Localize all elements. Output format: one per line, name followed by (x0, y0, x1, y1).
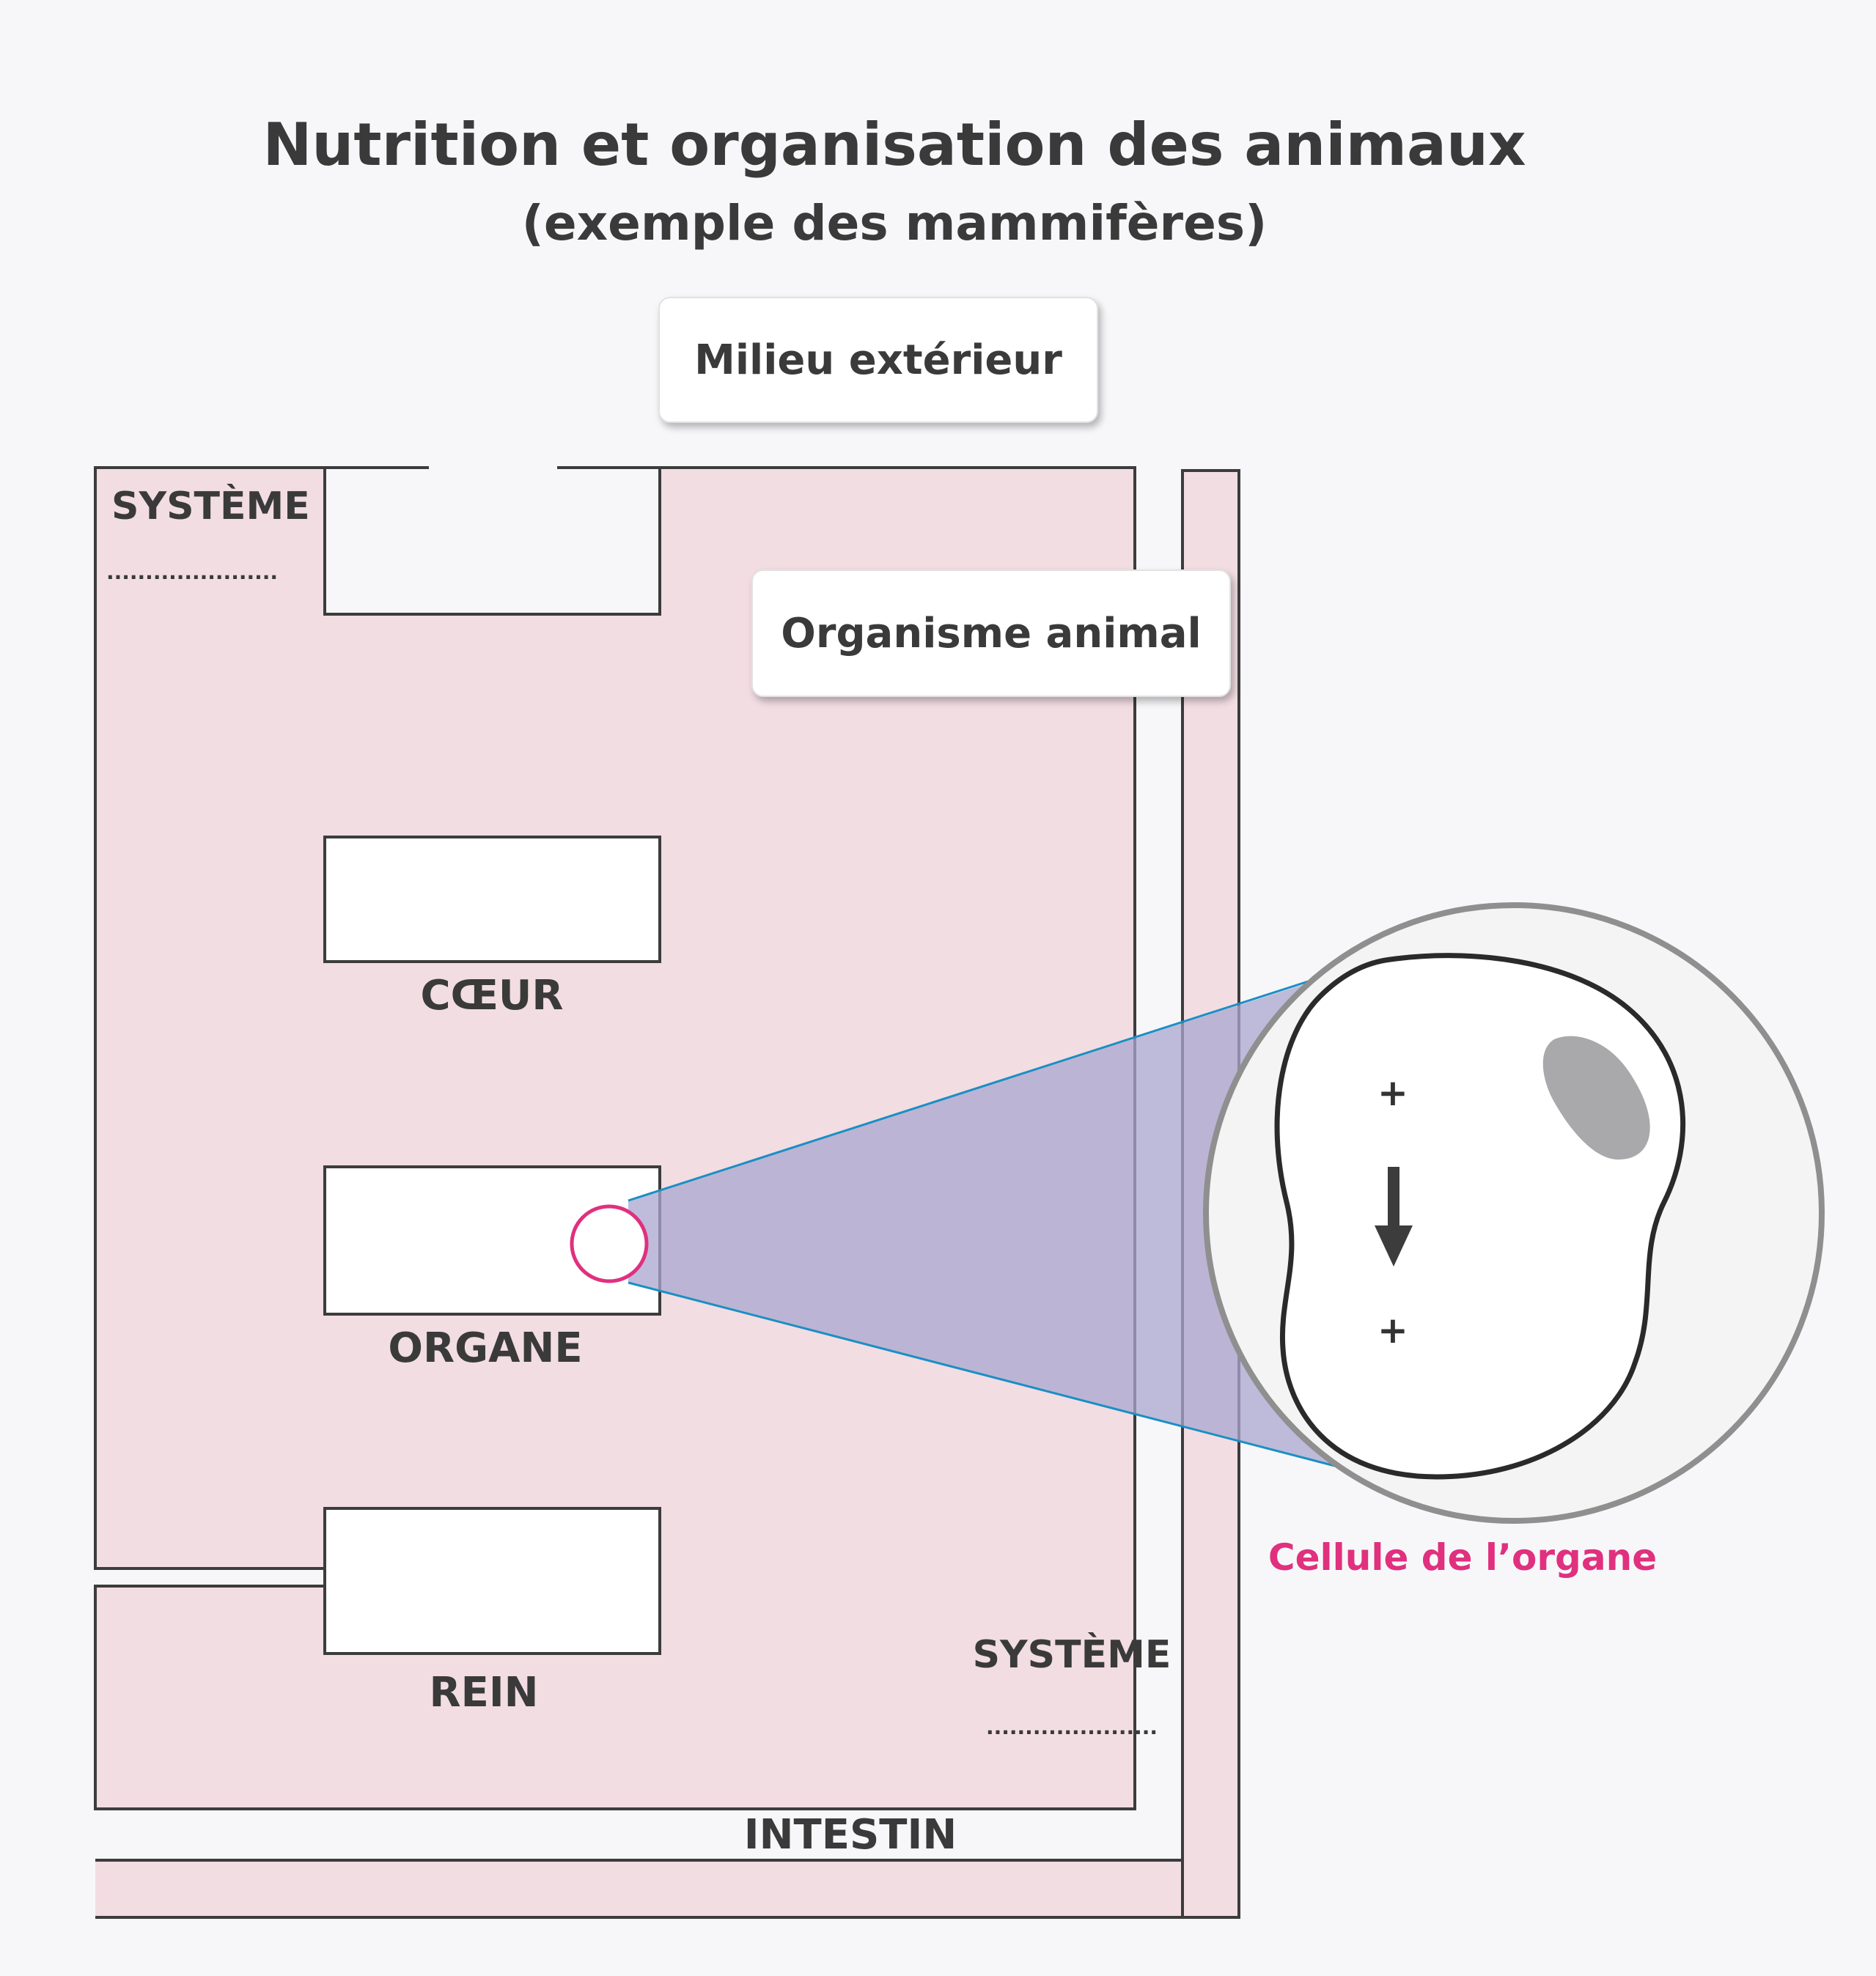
organisme-animal-box: Organisme animal (751, 569, 1231, 697)
cell-plus-bottom: + (1377, 1309, 1408, 1352)
down-arrow-icon (1375, 1167, 1413, 1267)
cell-nucleus (1542, 1036, 1650, 1160)
organisme-animal-label: Organisme animal (781, 609, 1202, 657)
organe-label: ORGANE (388, 1324, 582, 1372)
intestin-label: INTESTIN (744, 1811, 957, 1859)
intestin-lower-band-outline (95, 1859, 1239, 1919)
organ-zoom-circle (570, 1204, 649, 1283)
systeme-top-label: SYSTÈME (111, 484, 310, 528)
systeme-top-blank: ...................... (106, 560, 278, 584)
cell-plus-top: + (1377, 1072, 1408, 1114)
milieu-exterieur-box: Milieu extérieur (658, 297, 1098, 423)
cellule-label: Cellule de l’organe (1268, 1536, 1657, 1579)
zoom-cone (628, 960, 1380, 1477)
milieu-exterieur-label: Milieu extérieur (694, 336, 1062, 384)
rein-label: REIN (429, 1669, 538, 1717)
zoom-line-bottom (628, 1281, 1386, 1481)
systeme-bottom-label: SYSTÈME (973, 1632, 1171, 1677)
coeur-box (323, 836, 661, 963)
page-title: Nutrition et organisation des animaux (262, 111, 1526, 179)
coeur-label: CŒUR (420, 972, 563, 1020)
intestin-lower-band (95, 1860, 1239, 1917)
organism-body (95, 468, 1182, 1860)
zoom-line-top (628, 955, 1386, 1202)
rein-box (323, 1507, 661, 1655)
page-subtitle: (exemple des mammifères) (521, 195, 1268, 251)
systeme-bottom-blank: ...................... (986, 1715, 1158, 1739)
